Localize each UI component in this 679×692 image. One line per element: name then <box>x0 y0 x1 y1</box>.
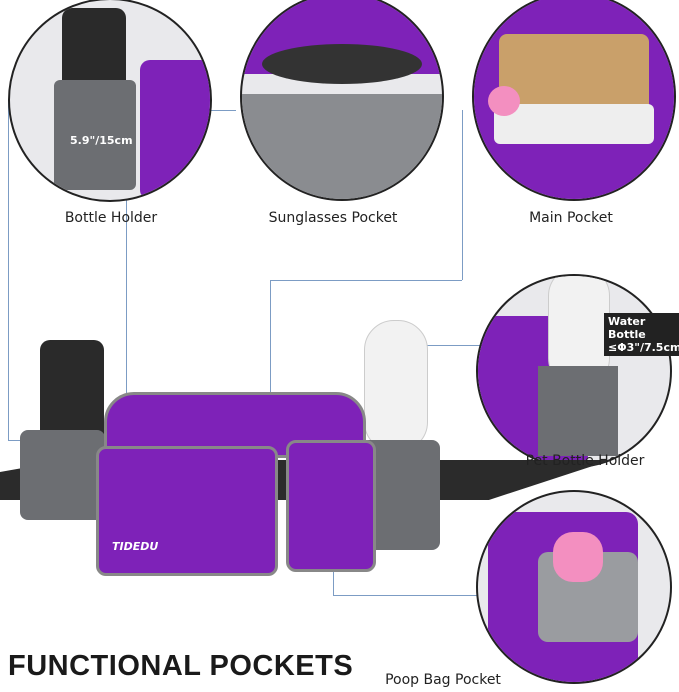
label-pet-bottle-holder: Pet Bottle Holder <box>525 453 645 469</box>
badge-line: ≤Φ3"/7.5cm <box>608 341 679 354</box>
pet-bottle-holder-closeup <box>476 274 672 468</box>
brand-logo: TIDEDU <box>112 540 159 553</box>
connector-line <box>8 100 9 440</box>
connector-line <box>462 110 463 280</box>
label-bottle-holder: Bottle Holder <box>64 210 158 226</box>
label-sunglasses-pocket: Sunglasses Pocket <box>268 210 398 226</box>
connector-line <box>420 345 480 346</box>
connector-line <box>333 595 478 596</box>
poop-bag-pocket-closeup <box>476 490 672 684</box>
water-bottle-size-badge: Water Bottle ≤Φ3"/7.5cm <box>604 313 679 356</box>
connector-line <box>270 280 271 420</box>
badge-line: Water Bottle <box>608 315 646 341</box>
main-pocket-closeup <box>472 0 676 201</box>
connector-line <box>270 280 462 281</box>
label-main-pocket: Main Pocket <box>529 210 613 226</box>
bottle-size-measure: 5.9"/15cm <box>70 134 133 147</box>
connector-line <box>126 110 127 410</box>
bottle-holder-closeup <box>8 0 212 202</box>
sunglasses-pocket-closeup <box>240 0 444 201</box>
label-poop-bag-pocket: Poop Bag Pocket <box>385 672 501 688</box>
headline: FUNCTIONAL POCKETS <box>8 650 354 682</box>
